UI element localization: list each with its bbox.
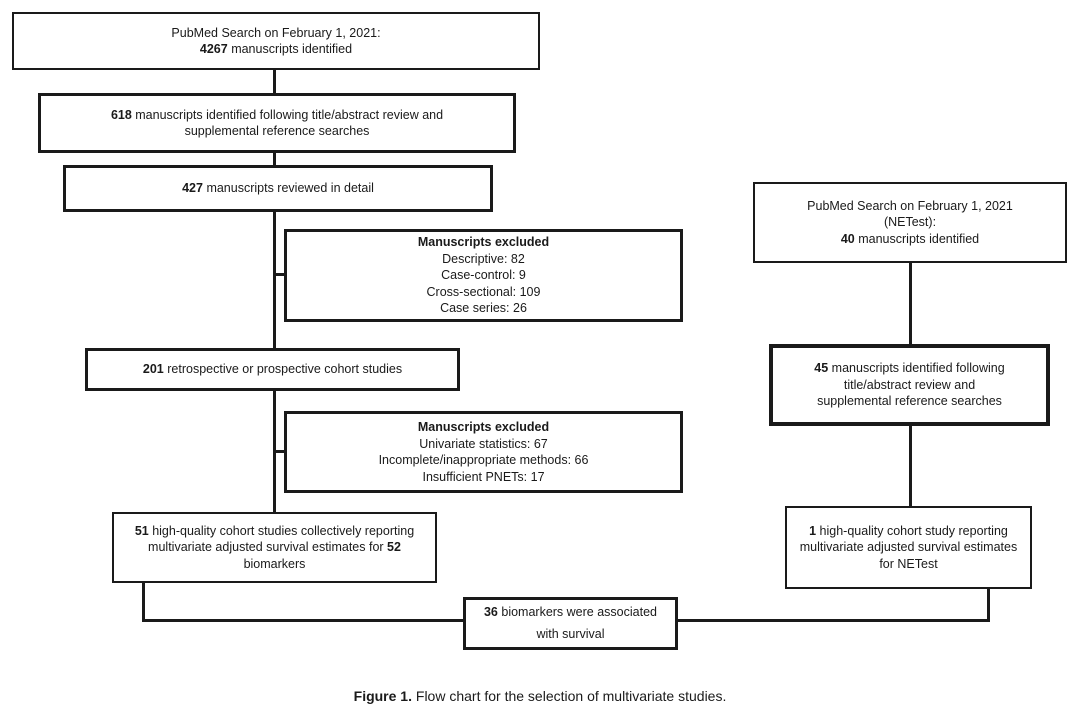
figure-caption-text: Flow chart for the selection of multivar… (412, 688, 727, 704)
connector-excluded-methods-stub (273, 450, 286, 453)
connector-51-to-36 (142, 619, 465, 622)
connector-netest-2 (909, 424, 912, 508)
box-pubmed-search-netest: PubMed Search on February 1, 2021 (NETest… (753, 182, 1067, 263)
box-text-line: Univariate statistics: 67 (419, 436, 548, 451)
box-36-biomarkers: 36 biomarkers were associated with surviv… (463, 597, 678, 650)
box-text-line: 1 high-quality cohort study reporting (809, 523, 1008, 538)
box-201-cohort-studies: 201 retrospective or prospective cohort … (85, 348, 460, 391)
box-text-line: 45 manuscripts identified following (814, 361, 1005, 376)
box-text-line: PubMed Search on February 1, 2021: (171, 25, 381, 40)
box-text-line: supplemental reference searches (184, 124, 370, 138)
box-text-line: Manuscripts excluded (417, 420, 550, 434)
box-text-line: 36 biomarkers were associated (483, 604, 657, 619)
connector-netest-to-36 (676, 619, 990, 622)
connector-netest-1 (909, 261, 912, 346)
connector-main-3 (273, 210, 276, 350)
box-text-line: Case-control: 9 (441, 268, 526, 283)
box-text-line: Cross-sectional: 109 (426, 284, 541, 299)
box-1-netest-high-quality: 1 high-quality cohort study reporting mul… (785, 506, 1032, 589)
connector-51-down (142, 582, 145, 622)
box-text-line: 4267 manuscripts identified (199, 42, 353, 56)
box-427-reviewed: 427 manuscripts reviewed in detail (63, 165, 493, 212)
connector-main-2 (273, 151, 276, 167)
box-text-line: Insufficient PNETs: 17 (422, 469, 545, 484)
box-text-line: title/abstract review and (843, 377, 976, 392)
box-text-line: 427 manuscripts reviewed in detail (182, 181, 374, 196)
box-text-line: for NETest (879, 556, 938, 571)
figure-caption: Figure 1. Flow chart for the selection o… (0, 688, 1080, 704)
box-text-line: 40 manuscripts identified (840, 231, 980, 246)
box-text-line: PubMed Search on February 1, 2021 (807, 198, 1013, 213)
connector-excluded-design-stub (273, 273, 286, 276)
box-text-line: 51 high-quality cohort studies collectiv… (134, 523, 415, 538)
box-618-screened: 618 manuscripts identified following tit… (38, 93, 516, 153)
box-text-line: 201 retrospective or prospective cohort … (142, 362, 403, 377)
box-pubmed-search-main: PubMed Search on February 1, 2021: 4267 m… (12, 12, 540, 70)
connector-main-1 (273, 69, 276, 95)
box-text-line: 618 manuscripts identified following tit… (110, 107, 444, 122)
box-text-line: biomarkers (243, 556, 306, 571)
box-text-line: (NETest): (883, 215, 937, 230)
box-text-line: Case series: 26 (440, 301, 527, 316)
box-text-line: supplemental reference searches (817, 394, 1002, 409)
box-text-line: Incomplete/inappropriate methods: 66 (378, 453, 589, 467)
figure-caption-label: Figure 1. (353, 688, 412, 704)
box-text-line: multivariate adjusted survival estimates (799, 540, 1018, 555)
box-text-line: with survival (536, 626, 605, 641)
box-text-line: Manuscripts excluded (417, 235, 550, 250)
connector-netest-down (987, 587, 990, 622)
box-text-line: Descriptive: 82 (442, 251, 525, 266)
box-51-high-quality: 51 high-quality cohort studies collectiv… (112, 512, 437, 583)
box-text-line: multivariate adjusted survival estimates… (148, 540, 401, 555)
